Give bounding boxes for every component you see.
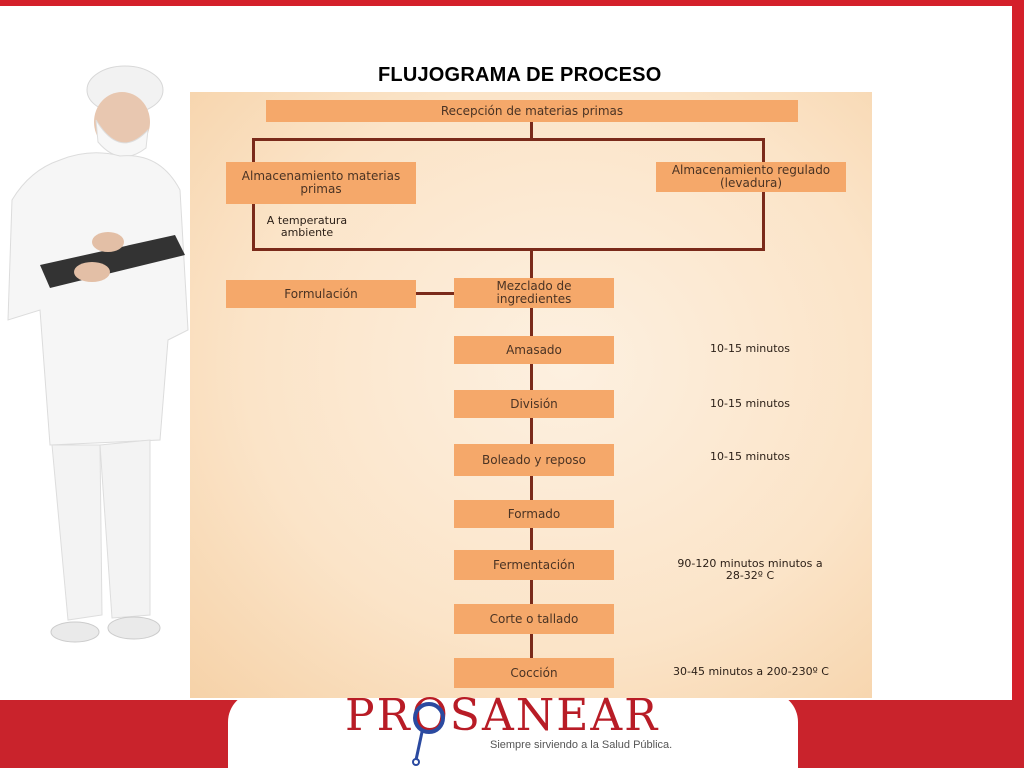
raw-storage-box: Almacenamiento materias primas <box>226 162 416 204</box>
reception-box: Recepción de materias primas <box>266 100 798 122</box>
kneading-box: Amasado <box>454 336 614 364</box>
connector-line <box>530 248 533 280</box>
footer-logo-area <box>228 692 798 768</box>
logo-tagline: Siempre sirviendo a la Salud Pública. <box>490 739 673 751</box>
connector-line <box>762 190 765 250</box>
rounding-time: 10-15 minutos <box>710 450 790 463</box>
regulated-storage-box: Almacenamiento regulado (levadura) <box>656 162 846 192</box>
fermentation-time: 90-120 minutos minutos a 28-32º C <box>677 557 823 582</box>
baking-box: Cocción <box>454 658 614 688</box>
fermentation-box: Fermentación <box>454 550 614 580</box>
logo-text: PROSANEAR <box>345 690 660 741</box>
flowchart-panel: Recepción de materias primas Almacenamie… <box>190 92 872 698</box>
top-border <box>0 0 1024 6</box>
connector-line <box>252 138 255 162</box>
connector-line <box>252 248 765 251</box>
division-box: División <box>454 390 614 418</box>
connector-line <box>530 120 533 140</box>
connector-line <box>762 138 765 162</box>
connector-line <box>530 306 533 688</box>
temperature-note: A temperatura ambiente <box>266 214 348 239</box>
kneading-time: 10-15 minutos <box>710 342 790 355</box>
connector-line <box>252 204 255 250</box>
connector-line <box>530 632 533 658</box>
doctor-illustration <box>7 65 189 643</box>
right-border <box>1012 0 1024 700</box>
connector-line <box>416 292 454 295</box>
mixing-box: Mezclado de ingredientes <box>454 278 614 308</box>
division-time: 10-15 minutos <box>710 397 790 410</box>
shaping-box: Formado <box>454 500 614 528</box>
magnifier-logo-icon <box>412 702 445 766</box>
rounding-box: Boleado y reposo <box>454 444 614 476</box>
cutting-box: Corte o tallado <box>454 604 614 634</box>
formulation-box: Formulación <box>226 280 416 308</box>
baking-time: 30-45 minutos a 200-230º C <box>672 665 829 678</box>
connector-line <box>252 138 764 141</box>
page-title: FLUJOGRAMA DE PROCESO <box>378 64 662 86</box>
